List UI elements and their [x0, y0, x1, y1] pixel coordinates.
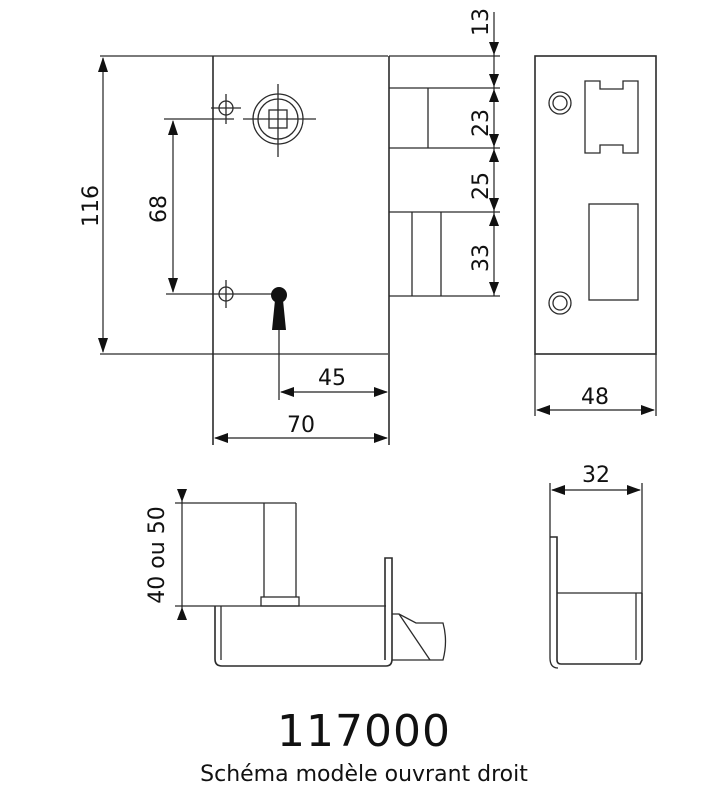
dim-label-40-ou-50: 40 ou 50: [145, 506, 170, 603]
spindle-follower-icon: [243, 84, 316, 157]
keyhole-icon: [271, 287, 287, 400]
dim-label-13: 13: [469, 8, 494, 36]
dim-label-116: 116: [79, 185, 104, 227]
dim-label-32: 32: [582, 463, 610, 488]
fixing-hole-bottom-icon: [218, 280, 234, 308]
side-view: 40 ou 50: [145, 489, 447, 667]
screw-hole-bottom-icon: [548, 291, 572, 315]
dimension-strike-width: 48: [536, 385, 655, 415]
dim-label-68: 68: [147, 195, 172, 223]
bolt-section: 13 23 25 33: [389, 8, 500, 297]
dim-label-45: 45: [318, 366, 346, 391]
end-view: 32: [549, 463, 643, 669]
strike-plate: 48: [534, 55, 657, 416]
dim-label-48: 48: [581, 385, 609, 410]
model-number: 117000: [277, 706, 451, 757]
screw-hole-top-icon: [548, 91, 572, 115]
dimension-fixing-spacing: 68: [147, 118, 282, 295]
dim-label-25: 25: [469, 172, 494, 200]
front-view: 116 68: [79, 55, 390, 445]
latch-opening: [584, 80, 639, 154]
dim-label-23: 23: [469, 109, 494, 137]
dim-label-33: 33: [469, 244, 494, 272]
dimension-overall-height: 116: [79, 57, 108, 353]
deadbolt-opening: [588, 203, 639, 301]
dim-label-70: 70: [287, 413, 315, 438]
dimension-keyhole-offset: 45: [280, 366, 388, 397]
diagram-caption: Schéma modèle ouvrant droit: [200, 762, 528, 787]
dimension-case-width: 70: [214, 413, 388, 443]
